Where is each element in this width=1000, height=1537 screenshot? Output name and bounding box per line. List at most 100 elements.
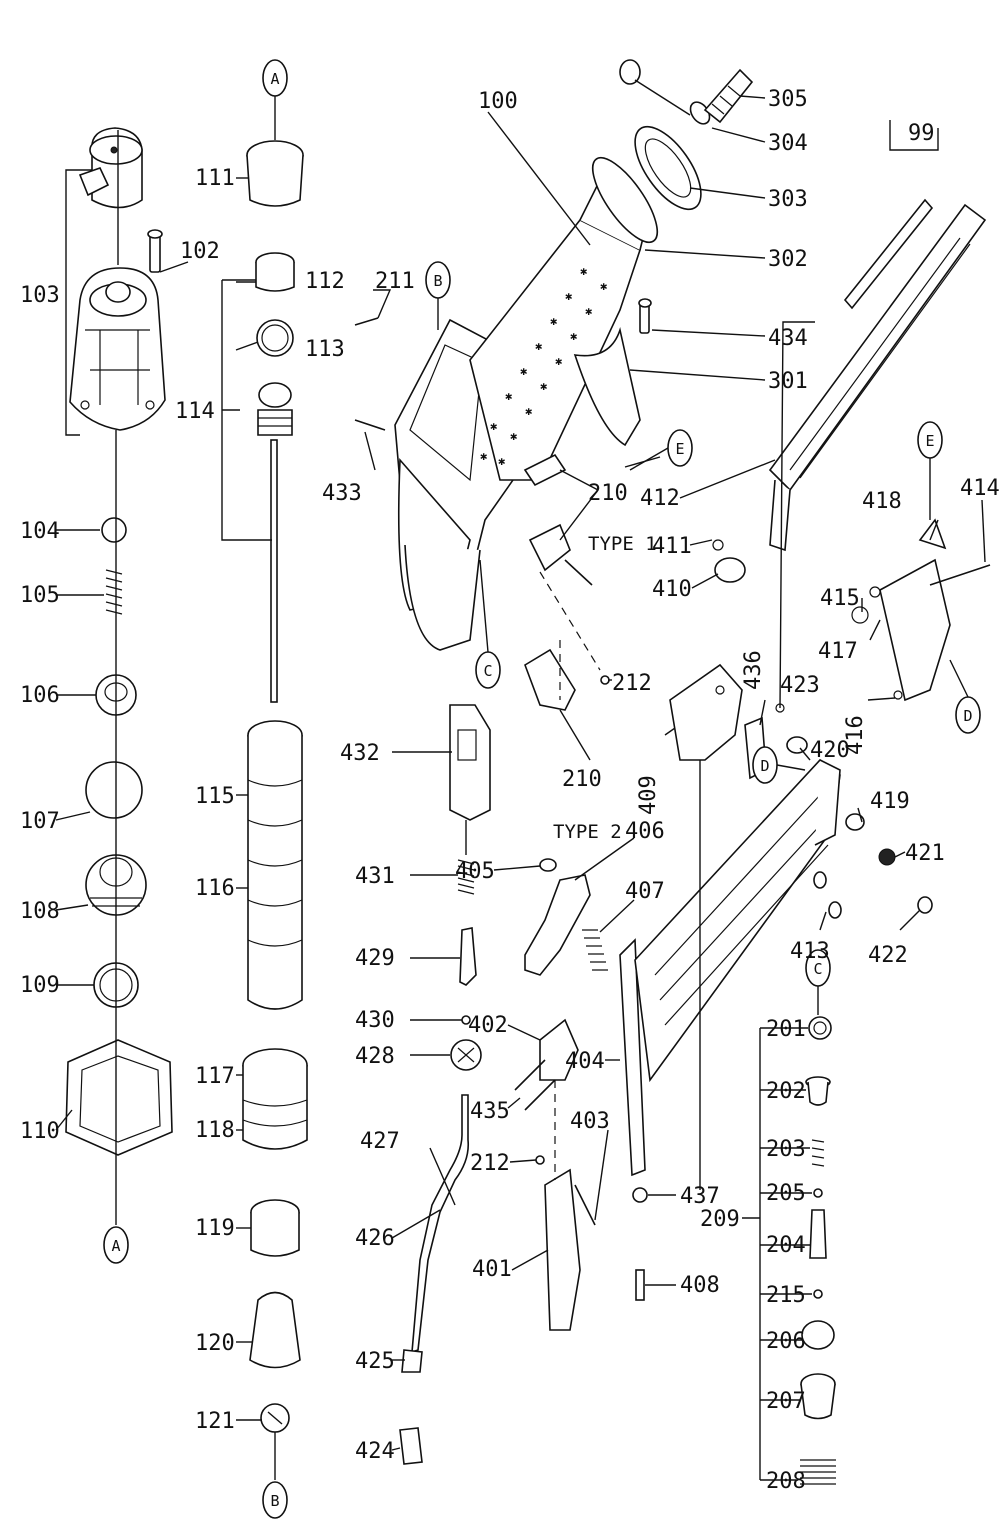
label-402: 402 <box>468 1013 508 1038</box>
ref-a-top: A <box>270 70 279 88</box>
ref-e-housing: E <box>675 440 684 458</box>
svg-text:✱: ✱ <box>600 279 607 293</box>
label-423: 423 <box>780 673 820 698</box>
label-436: 436 <box>741 650 766 690</box>
label-120: 120 <box>195 1331 235 1356</box>
note-type-2: TYPE 2 <box>553 821 622 843</box>
label-407: 407 <box>625 879 665 904</box>
label-425: 425 <box>355 1349 395 1374</box>
label-116: 116 <box>195 876 235 901</box>
svg-text:✱: ✱ <box>535 339 542 353</box>
label-418: 418 <box>862 489 902 514</box>
ref-d-magazine: D <box>760 757 769 775</box>
label-107: 107 <box>20 809 60 834</box>
magazine-assembly <box>619 198 991 1301</box>
label-105: 105 <box>20 583 60 608</box>
cap-assembly <box>65 127 173 1225</box>
label-413: 413 <box>790 939 830 964</box>
label-100: 100 <box>478 89 518 114</box>
svg-text:✱: ✱ <box>550 314 557 328</box>
trigger-types <box>523 453 610 711</box>
label-429: 429 <box>355 946 395 971</box>
label-406: 406 <box>625 819 665 844</box>
label-108: 108 <box>20 899 60 924</box>
ref-c-valve: C <box>813 960 822 978</box>
label-415: 415 <box>820 586 860 611</box>
svg-text:✱: ✱ <box>498 454 505 468</box>
svg-text:✱: ✱ <box>570 329 577 343</box>
label-435: 435 <box>470 1099 510 1124</box>
label-414: 414 <box>960 476 1000 501</box>
svg-text:✱: ✱ <box>580 264 587 278</box>
label-109: 109 <box>20 973 60 998</box>
label-422: 422 <box>868 943 908 968</box>
label-427: 427 <box>360 1129 400 1154</box>
label-431: 431 <box>355 864 395 889</box>
label-208: 208 <box>766 1469 806 1494</box>
label-118: 118 <box>195 1118 235 1143</box>
label-417: 417 <box>818 639 858 664</box>
label-403: 403 <box>570 1109 610 1134</box>
label-420: 420 <box>810 738 850 763</box>
label-426: 426 <box>355 1226 395 1251</box>
label-106: 106 <box>20 683 60 708</box>
label-117: 117 <box>195 1064 235 1089</box>
tool-housing: ✱✱ ✱✱ ✱✱ ✱✱ ✱✱ ✱✱ ✱✱ ✱✱ <box>354 59 754 1465</box>
ref-b-housing: B <box>433 272 442 290</box>
driver-guide-parts <box>514 858 608 1331</box>
reference-markers: A A A B B C C D D E E <box>103 59 981 1519</box>
svg-text:✱: ✱ <box>505 389 512 403</box>
svg-text:✱: ✱ <box>555 354 562 368</box>
label-411: 411 <box>652 534 692 559</box>
leader-lines <box>55 95 986 1481</box>
label-432: 432 <box>340 741 380 766</box>
label-204: 204 <box>766 1233 806 1258</box>
label-211: 211 <box>375 269 415 294</box>
label-112: 112 <box>305 269 345 294</box>
note-type-1: TYPE 1 <box>588 533 657 555</box>
label-409: 409 <box>636 775 661 815</box>
label-104: 104 <box>20 519 60 544</box>
label-419: 419 <box>870 789 910 814</box>
svg-text:✱: ✱ <box>565 289 572 303</box>
ref-d-latch: D <box>963 707 972 725</box>
label-212-bottom: 212 <box>470 1151 510 1176</box>
label-428: 428 <box>355 1044 395 1069</box>
svg-text:✱: ✱ <box>510 429 517 443</box>
label-412: 412 <box>640 486 680 511</box>
label-303: 303 <box>768 187 808 212</box>
label-205: 205 <box>766 1181 806 1206</box>
label-207: 207 <box>766 1389 806 1414</box>
label-119: 119 <box>195 1216 235 1241</box>
valve-assembly <box>800 985 836 1485</box>
label-201: 201 <box>766 1017 806 1042</box>
label-430: 430 <box>355 1008 395 1033</box>
label-102: 102 <box>180 239 220 264</box>
label-212-top: 212 <box>612 671 652 696</box>
label-301: 301 <box>768 369 808 394</box>
label-437: 437 <box>680 1184 720 1209</box>
label-99: 99 <box>908 121 935 146</box>
type-notes: TYPE 1 TYPE 2 <box>553 533 657 843</box>
svg-text:✱: ✱ <box>520 364 527 378</box>
ref-c-housing: C <box>483 662 492 680</box>
label-209: 209 <box>700 1207 740 1232</box>
label-416: 416 <box>843 715 868 755</box>
label-113: 113 <box>305 337 345 362</box>
svg-text:✱: ✱ <box>480 449 487 463</box>
cylinder-assembly <box>242 96 308 1480</box>
label-210-type2: 210 <box>562 767 602 792</box>
label-114: 114 <box>175 399 215 424</box>
label-110: 110 <box>20 1119 60 1144</box>
label-305: 305 <box>768 87 808 112</box>
label-424: 424 <box>355 1439 395 1464</box>
label-408: 408 <box>680 1273 720 1298</box>
svg-text:✱: ✱ <box>540 379 547 393</box>
svg-text:✱: ✱ <box>585 304 592 318</box>
label-121: 121 <box>195 1409 235 1434</box>
label-115: 115 <box>195 784 235 809</box>
ref-b-bottom: B <box>270 1492 279 1510</box>
ref-a-bottom: A <box>111 1237 120 1255</box>
label-405: 405 <box>455 859 495 884</box>
